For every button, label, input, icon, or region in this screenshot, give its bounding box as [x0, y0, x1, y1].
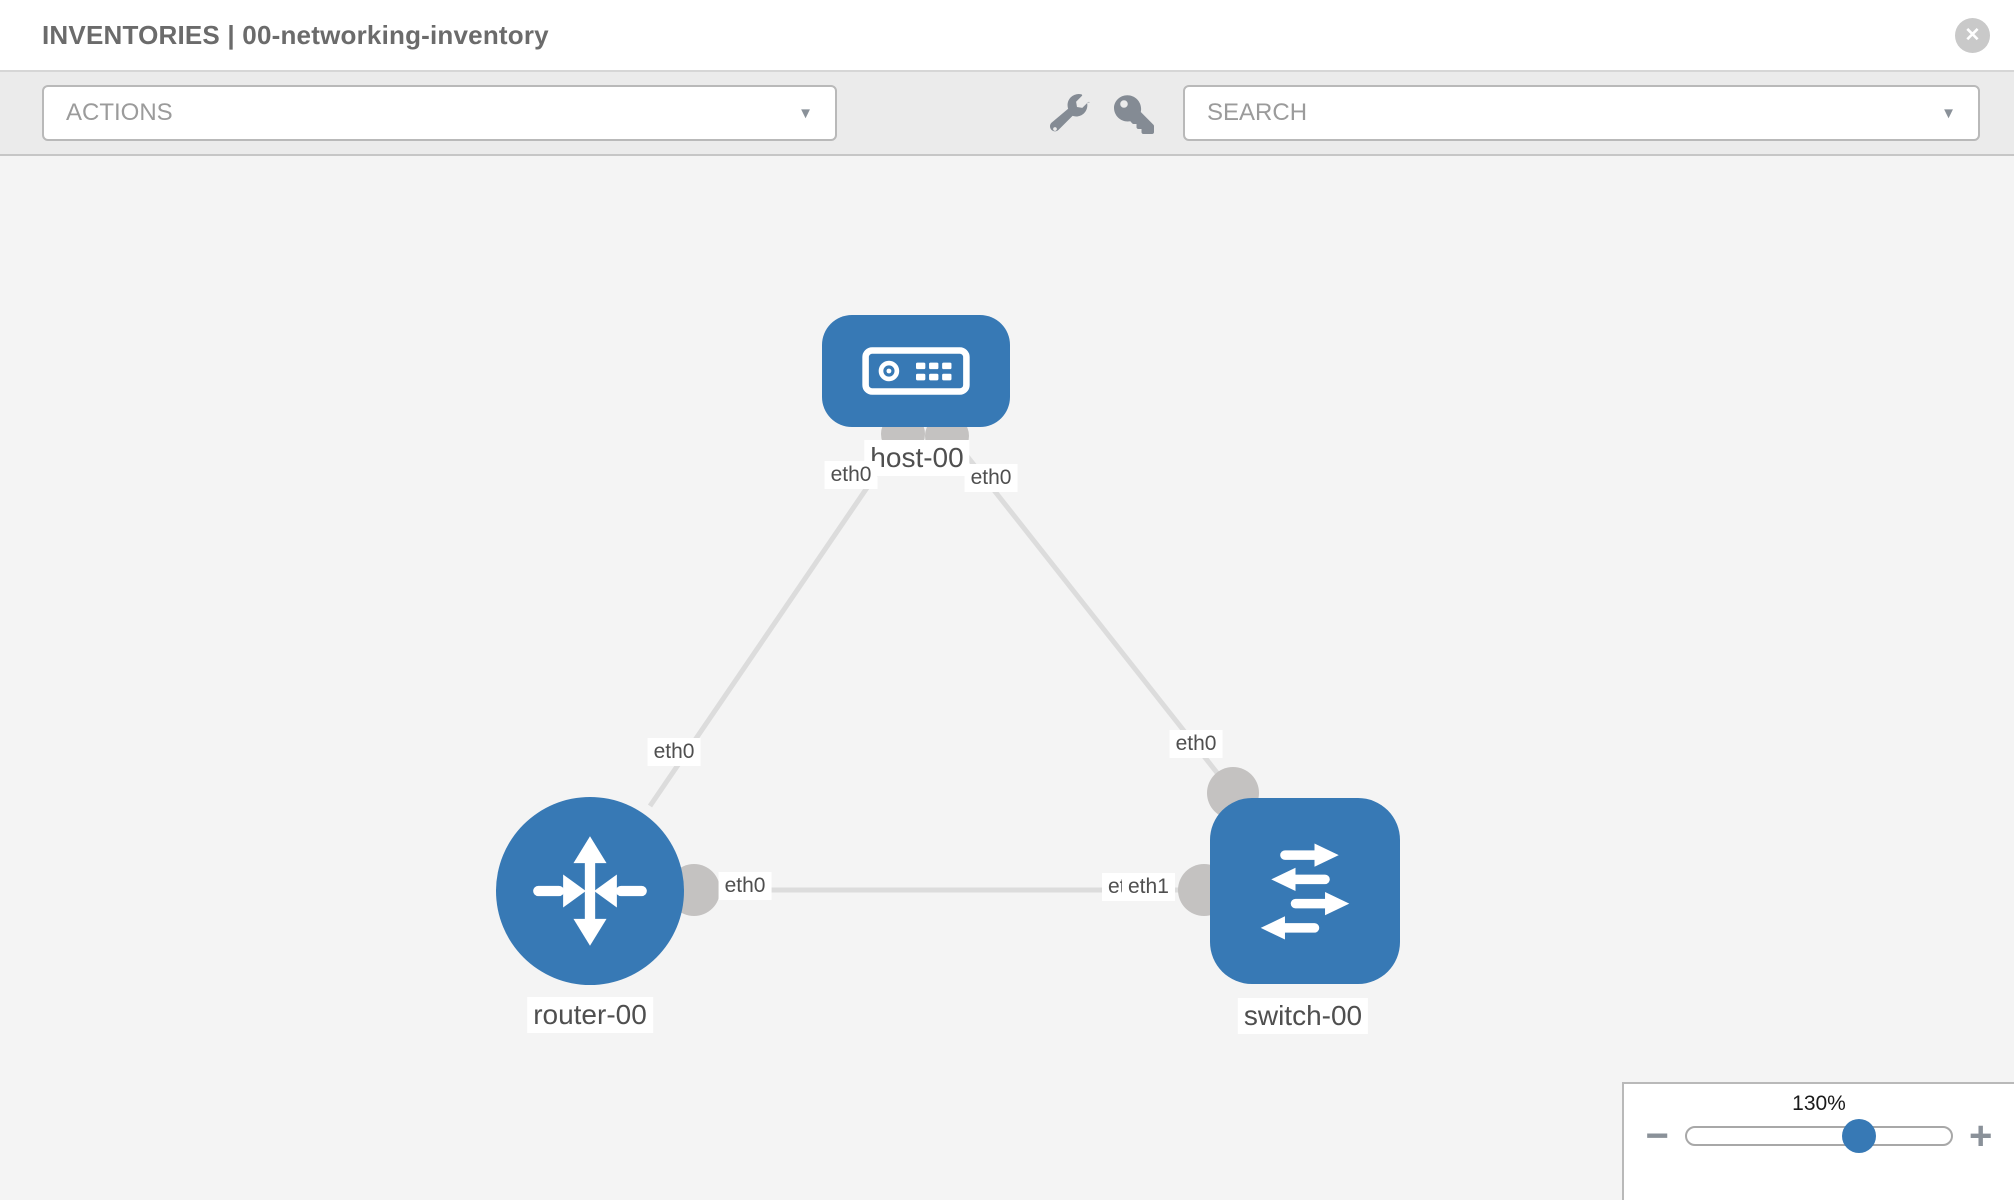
search-dropdown-label: SEARCH [1207, 99, 1308, 126]
node-label-switch: switch-00 [1237, 998, 1369, 1035]
caret-down-icon: ▼ [1941, 104, 1956, 122]
iface-label: eth0 [1169, 730, 1223, 759]
zoom-control-panel: 130% − + [1622, 1082, 2014, 1200]
toolbar: ACTIONS ▼ SEARCH ▼ [0, 72, 2014, 156]
node-switch-00[interactable] [1210, 798, 1400, 984]
iface-label: eth0 [647, 738, 701, 767]
wrench-button[interactable] [1049, 94, 1090, 134]
iface-label: eth1 [1122, 873, 1175, 902]
actions-dropdown[interactable]: ACTIONS ▼ [42, 85, 837, 141]
host-icon [862, 347, 970, 395]
actions-dropdown-label: ACTIONS [66, 99, 173, 126]
close-button[interactable]: ✕ [1955, 17, 1990, 53]
switch-icon [1260, 843, 1350, 940]
zoom-value: 130% [1792, 1092, 1846, 1115]
topology-canvas[interactable]: host-00 router-00 switch-00 eth0 eth0 et… [0, 156, 2014, 1200]
zoom-out-button[interactable]: − [1645, 1114, 1669, 1158]
caret-down-icon: ▼ [798, 104, 813, 122]
zoom-slider-track[interactable] [1685, 1119, 1953, 1153]
iface-label: eth0 [824, 461, 878, 490]
key-icon [1114, 95, 1154, 134]
topology-links-layer [647, 412, 1259, 916]
node-label-host: host-00 [864, 440, 970, 477]
wrench-icon [1049, 94, 1090, 132]
iface-label: eth0 [718, 872, 772, 901]
zoom-in-button[interactable]: + [1969, 1114, 1993, 1158]
title-bar: INVENTORIES | 00-networking-inventory ✕ [0, 0, 2014, 72]
iface-label: eth0 [964, 464, 1018, 493]
close-icon: ✕ [1964, 24, 1981, 46]
node-label-router: router-00 [527, 997, 653, 1034]
key-button[interactable] [1114, 94, 1154, 134]
page-title: INVENTORIES | 00-networking-inventory [42, 19, 549, 50]
node-host-00[interactable] [822, 315, 1010, 427]
router-icon [533, 836, 647, 946]
search-dropdown[interactable]: SEARCH ▼ [1183, 85, 1980, 141]
node-router-00[interactable] [496, 797, 684, 985]
zoom-slider-thumb[interactable] [1842, 1119, 1876, 1153]
